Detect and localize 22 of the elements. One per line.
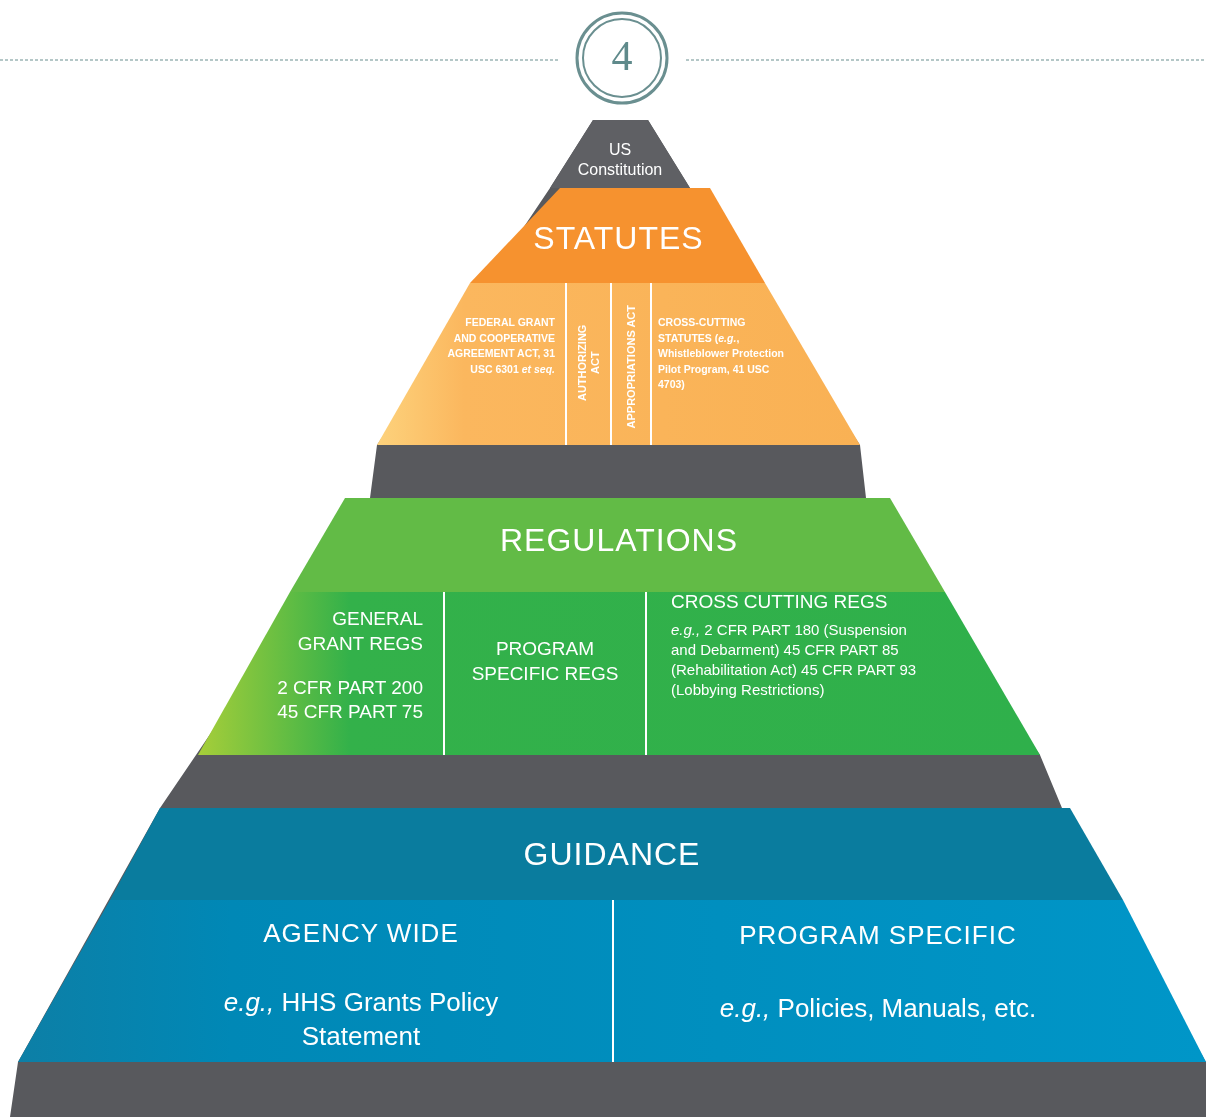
page-number-circle: [574, 10, 670, 106]
section-heading: CROSS CUTTING REGS: [670, 590, 889, 614]
section-text: e.g., 2 CFR PART 180 (Suspension and Debarment) 45 CFR PART 85 (Rehabilitation Act) 45 CFR PART 93 (Lobbying Restrictions): [670, 620, 918, 700]
section-heading: PROGRAM SPECIFIC REGS: [470, 637, 620, 686]
section-text: FEDERAL GRANT AND COOPERATIVE AGREEMENT ACT, 31 USC 6301 et seq.: [446, 315, 555, 377]
tier-title: US Constitution: [576, 140, 664, 180]
section-text: e.g., Policies, Manuals, etc.: [718, 993, 1038, 1024]
section-text: 2 CFR PART 200 45 CFR PART 75: [276, 676, 423, 724]
section-text: APPROPRIATIONS ACT: [624, 305, 638, 429]
section-text: AUTHORIZING ACT: [575, 323, 602, 404]
section-heading: AGENCY WIDE: [262, 918, 460, 949]
pyramid-tier: [198, 498, 1040, 755]
pyramid-tier: [18, 808, 1206, 1062]
page-number: 4: [610, 32, 634, 78]
pyramid-tier: [377, 188, 860, 445]
tier-title: REGULATIONS: [499, 521, 739, 560]
tier-title: GUIDANCE: [522, 835, 702, 874]
section-text: e.g., HHS Grants Policy Statement: [222, 986, 500, 1053]
section-text: CROSS-CUTTING STATUTES (e.g., Whistleblower Protection Pilot Program, 41 USC 4703): [658, 315, 785, 392]
tier-title: STATUTES: [532, 219, 705, 258]
section-heading: PROGRAM SPECIFIC: [738, 920, 1018, 951]
section-heading: GENERAL GRANT REGS: [296, 607, 423, 656]
